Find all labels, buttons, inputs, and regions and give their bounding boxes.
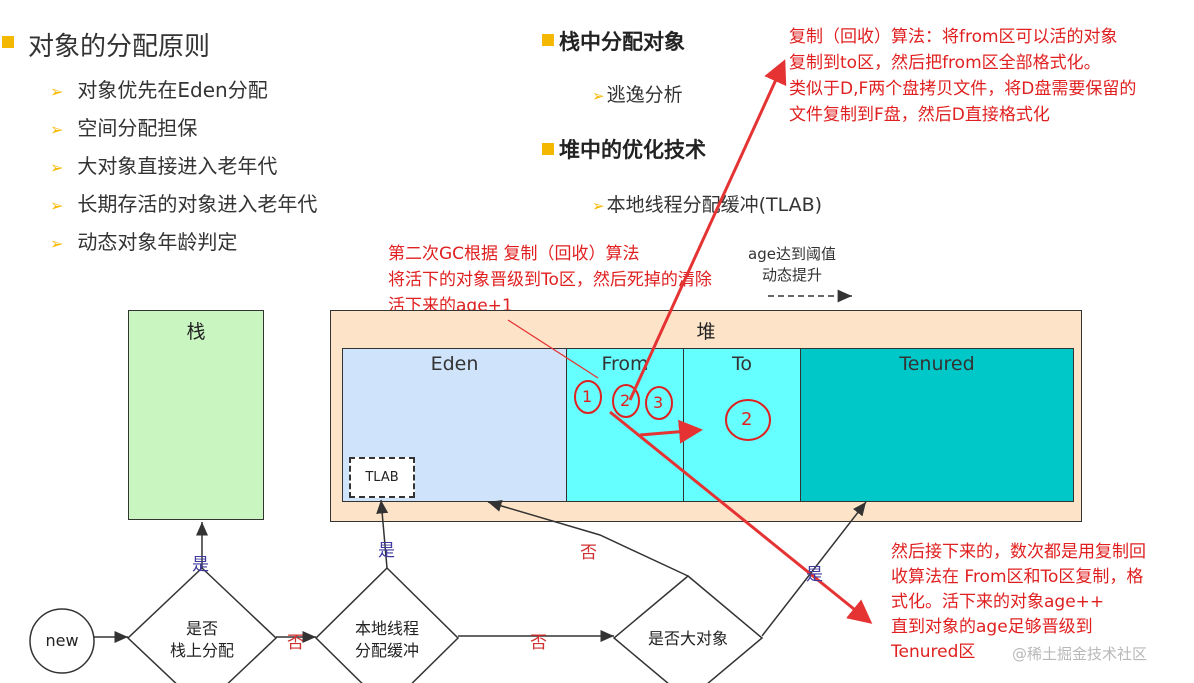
principle-item: ➢对象优先在Eden分配 (50, 78, 268, 102)
decision-stack-alloc (126, 566, 278, 683)
age-note: age达到阈值 动态提升 (748, 245, 836, 284)
to-label: To (731, 353, 752, 375)
stack-alloc-title: 栈中分配对象 (559, 30, 685, 54)
tlab-label: TLAB (365, 470, 399, 485)
arrow-right-icon: ➢ (50, 120, 64, 139)
principle-item: ➢大对象直接进入老年代 (50, 154, 278, 178)
connector-d3-to-eden (487, 500, 689, 577)
survivor-object-circle (725, 399, 771, 441)
stack-alloc-bullet (542, 34, 554, 46)
new-label: new (45, 631, 79, 650)
principle-item: ➢动态对象年龄判定 (50, 230, 238, 254)
survivor-object-circle (574, 380, 602, 414)
from-label: From (601, 353, 649, 375)
heap-label: 堆 (696, 321, 716, 343)
from-circle-number: 1 (582, 387, 593, 406)
tlab-box: TLAB (349, 457, 415, 498)
decision-large-object-label: 是否大对象 (647, 629, 728, 648)
arrow-right-icon: ➢ (50, 158, 64, 177)
arrow-right-icon: ➢ (50, 82, 64, 101)
title-bullet (2, 36, 14, 48)
arrow-right-icon: ➢ (50, 196, 64, 215)
decision-stack-alloc-label: 是否 栈上分配 (169, 619, 234, 660)
connector-d2-to-tlab (376, 499, 389, 569)
stack-label: 栈 (186, 321, 206, 343)
tenured-region: Tenured (800, 348, 1074, 502)
eden-label: Eden (430, 353, 479, 375)
gc-note-pointer-line (507, 319, 599, 379)
survivor-object-circle (645, 386, 673, 420)
to-circle-number: 2 (741, 409, 753, 430)
from-circle-number: 3 (653, 393, 664, 412)
decision-tlab-label: 本地线程 分配缓冲 (354, 619, 419, 660)
principle-item: ➢空间分配担保 (50, 116, 198, 140)
note-repeated-copy: 然后接下来的，数次都是用复制回 收算法在 From区和To区复制，格 式化。活下… (891, 542, 1146, 662)
copy-arrow (639, 419, 703, 444)
decision-tlab (314, 566, 460, 683)
decision-large-object (612, 575, 764, 683)
heap-opt-bullet (542, 143, 554, 155)
watermark: @稀土掘金技术社区 (1012, 645, 1148, 663)
principle-item: ➢长期存活的对象进入老年代 (50, 192, 318, 216)
principles-title: 对象的分配原则 (28, 32, 211, 62)
survivor-object-circle (612, 384, 640, 418)
stack-alloc-sub: ➢逃逸分析 (592, 84, 683, 106)
to-region: To (683, 348, 801, 502)
tenured-label: Tenured (899, 353, 975, 375)
arrow-right-icon: ➢ (50, 234, 64, 253)
no-label-eden: 否 (580, 543, 597, 563)
note-copy-algorithm: 复制（回收）算法：将from区可以活的对象 复制到to区，然后把from区全部格… (789, 27, 1137, 125)
arrow-right-icon: ➢ (592, 87, 605, 105)
new-node (29, 608, 95, 674)
stack-box: 栈 (128, 310, 264, 520)
note-pointer-arrow-up (628, 59, 787, 401)
note-pointer-arrow-down (609, 410, 873, 624)
yes-label-tlab: 是 (378, 541, 395, 561)
no-label-d2: 否 (530, 633, 547, 653)
arrow-right-icon: ➢ (592, 197, 605, 215)
yes-label-stack: 是 (192, 555, 209, 575)
no-label-d1: 否 (287, 633, 304, 653)
yes-label-tenured: 是 (806, 565, 823, 585)
from-circle-number: 2 (620, 391, 631, 410)
connector-d3-to-tenured (761, 501, 867, 637)
heap-opt-title: 堆中的优化技术 (559, 138, 706, 162)
heap-opt-sub: ➢本地线程分配缓冲(TLAB) (592, 194, 823, 216)
